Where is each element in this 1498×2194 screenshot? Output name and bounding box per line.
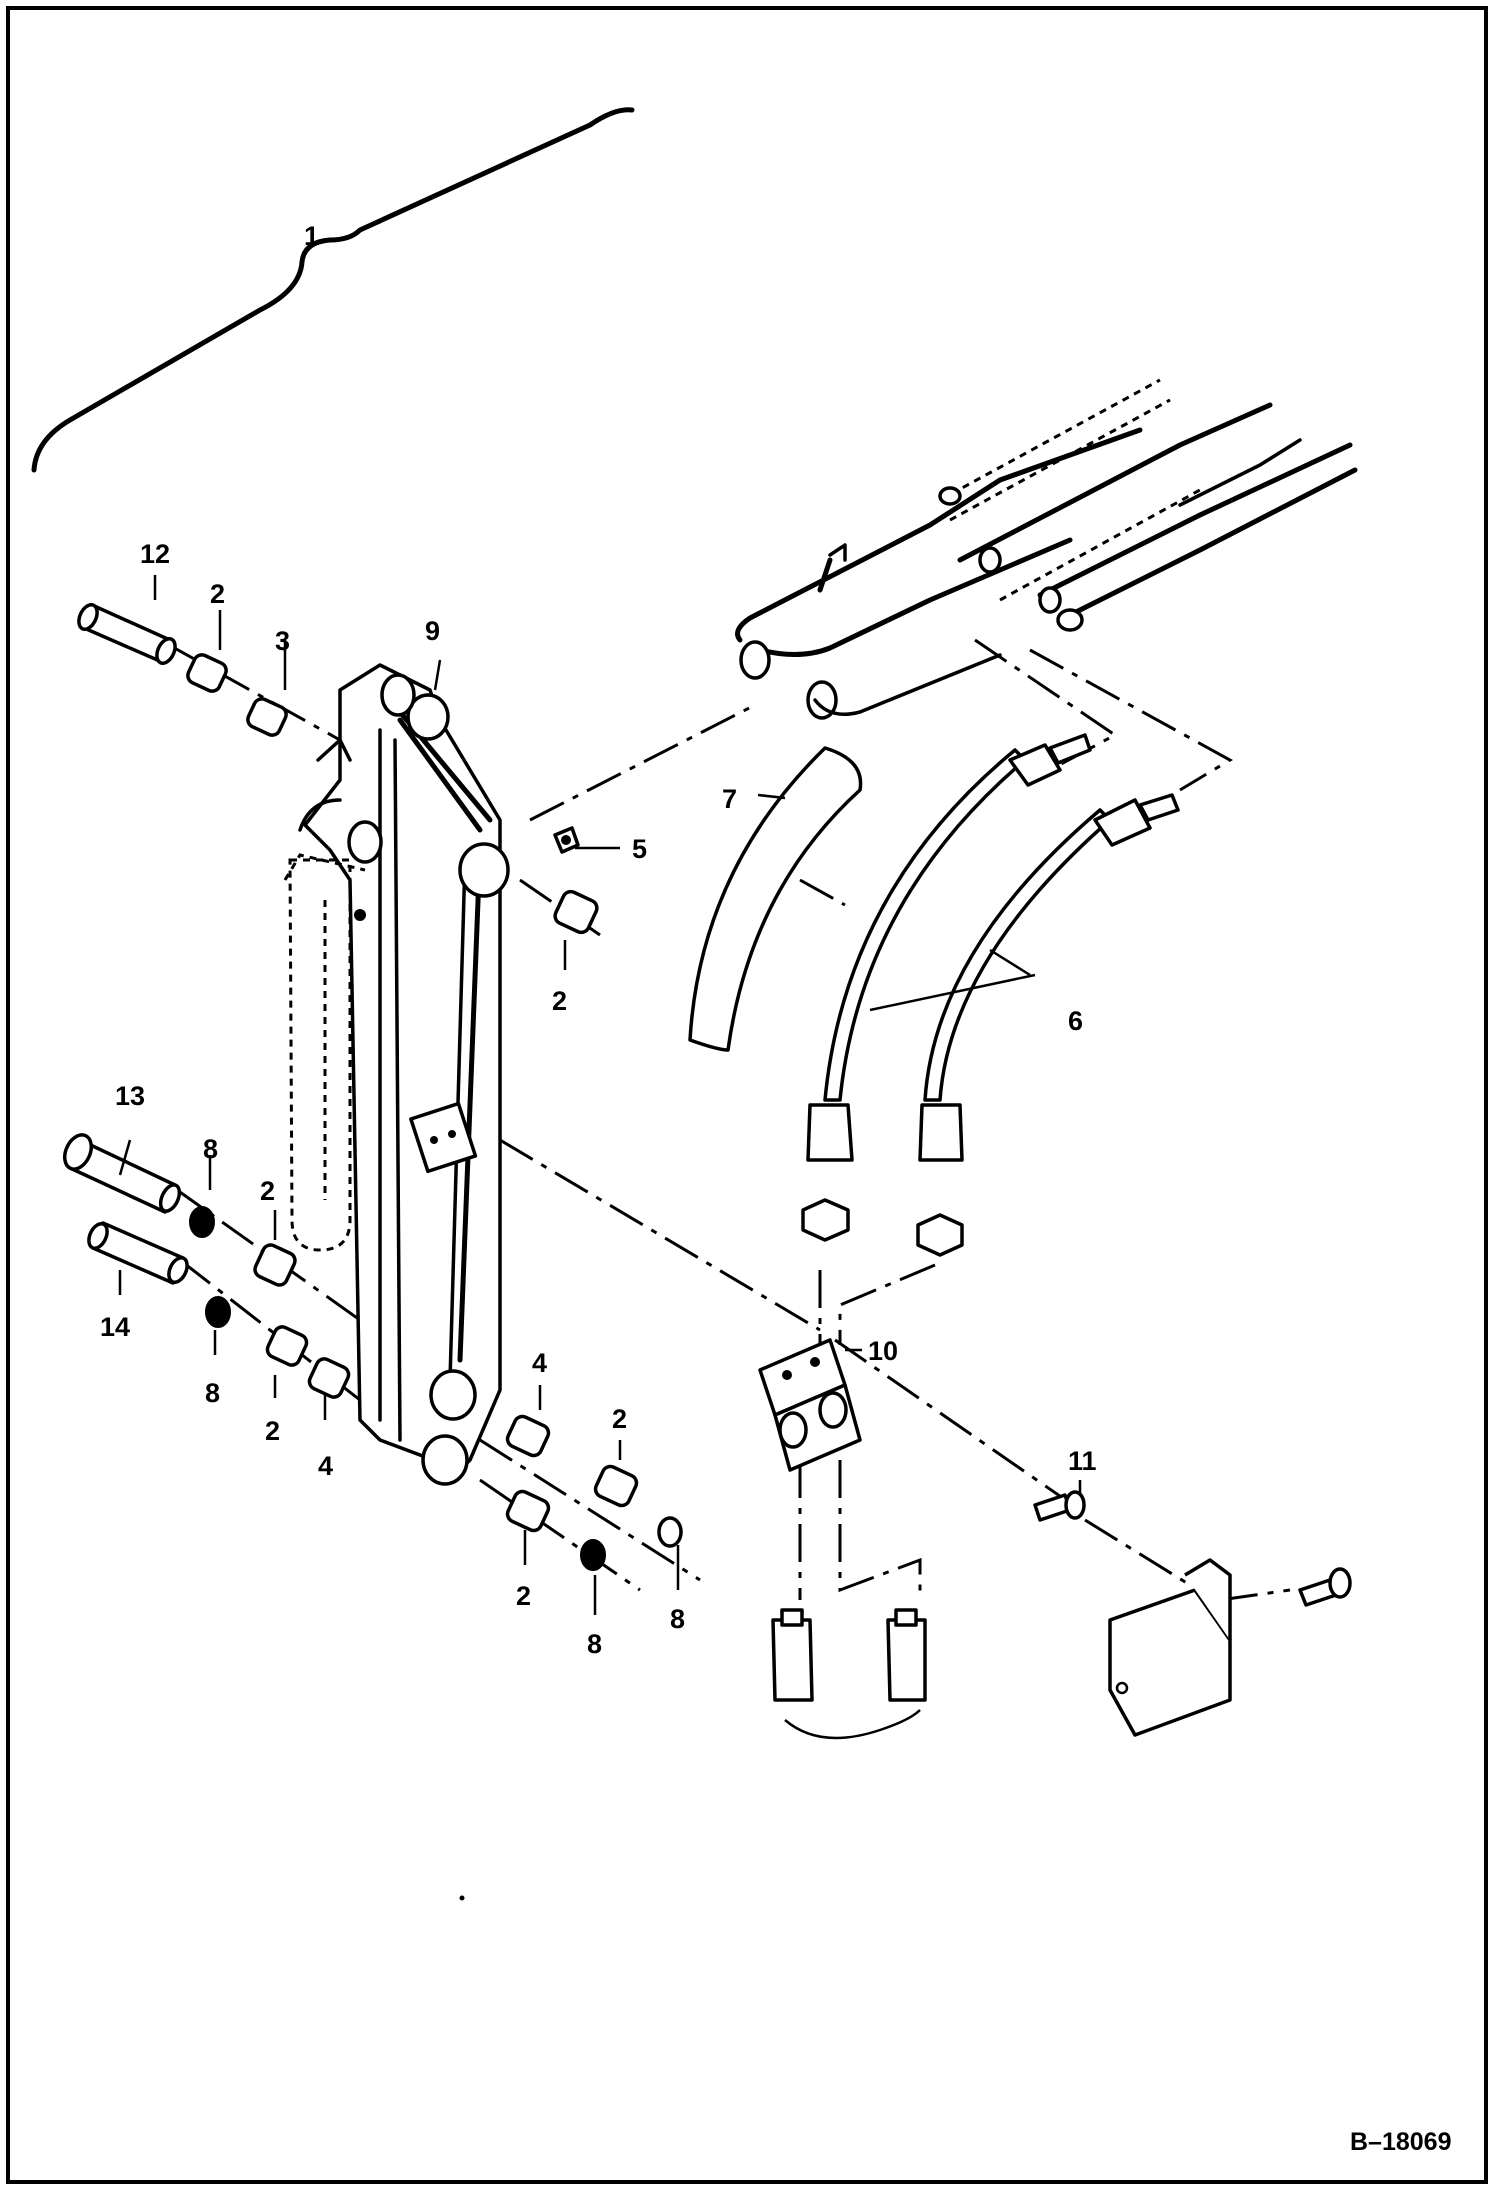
callout-2: 2: [260, 1176, 275, 1206]
stray-dot: [459, 1895, 465, 1901]
hydraulic-hoses: [784, 733, 1180, 1740]
leader-lines: [118, 575, 1082, 1615]
callout-3: 3: [275, 626, 290, 656]
callout-2: 2: [552, 986, 567, 1016]
callout-2: 2: [210, 579, 225, 609]
callout-7: 7: [722, 784, 737, 814]
callout-4: 4: [532, 1348, 547, 1378]
callout-10: 10: [868, 1336, 898, 1366]
pin-12: [77, 602, 177, 666]
callouts: 1 12 2 3 9 5 2 7 6 13 8 2 14 8 2 4 4 2 2…: [100, 221, 1097, 1659]
callout-8: 8: [587, 1629, 602, 1659]
callout-1: 1: [304, 221, 319, 251]
callout-4: 4: [318, 1451, 333, 1481]
callout-12: 12: [140, 539, 170, 569]
hose-guard: [688, 746, 863, 1052]
pin-13: [62, 1133, 182, 1214]
callout-2: 2: [265, 1416, 280, 1446]
callout-6: 6: [1068, 1006, 1083, 1036]
boom-arm: [735, 378, 1358, 720]
bushings: [186, 653, 639, 1533]
callout-14: 14: [100, 1312, 130, 1342]
clamp-plate: [1108, 1558, 1232, 1737]
callout-8: 8: [205, 1378, 220, 1408]
callout-13: 13: [115, 1081, 145, 1111]
callout-8: 8: [203, 1134, 218, 1164]
assembly-brace: [31, 107, 635, 473]
callout-2: 2: [516, 1581, 531, 1611]
capscrews: [1033, 1490, 1352, 1607]
document-id: B–18069: [1350, 2128, 1451, 2156]
callout-9: 9: [425, 616, 440, 646]
callout-2: 2: [612, 1404, 627, 1434]
washers: [189, 1206, 683, 1571]
pin-14: [87, 1221, 189, 1285]
callout-11: 11: [1068, 1446, 1097, 1476]
lower-hose-fittings: [771, 1608, 927, 1702]
grease-fitting: [553, 826, 580, 854]
callout-8: 8: [670, 1604, 685, 1634]
callout-5: 5: [632, 834, 647, 864]
arm-weldment: [283, 663, 510, 1486]
drawing-border: [6, 6, 1488, 2184]
hose-bracket: [758, 1338, 862, 1472]
